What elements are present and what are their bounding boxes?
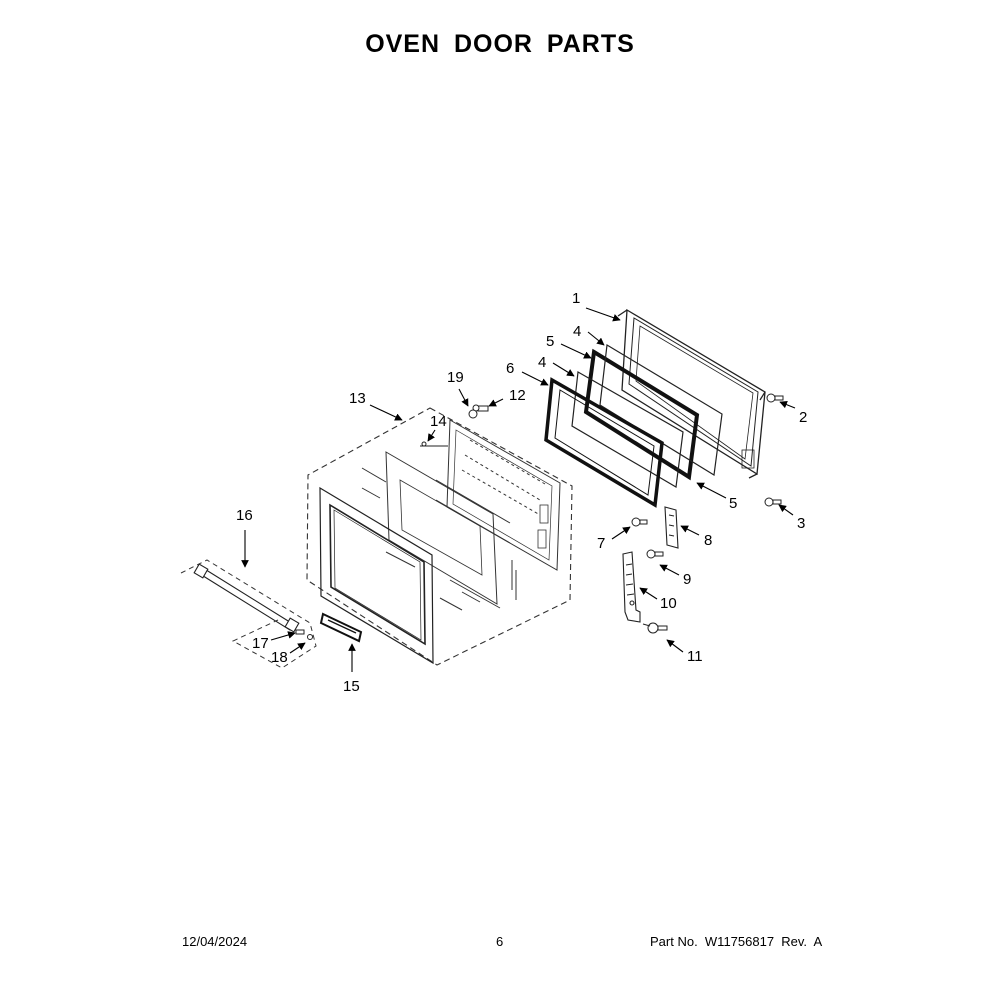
- callout-15: 15: [343, 678, 360, 695]
- footer-part-number: Part No. W11756817 Rev. A: [650, 934, 823, 949]
- door-bracket: [420, 441, 448, 447]
- glass-panel-front: [571, 371, 684, 488]
- screw-part-2: [766, 393, 784, 403]
- door-inner-panel: [361, 451, 517, 611]
- diagram-title: OVEN DOOR PARTS: [365, 30, 635, 58]
- callout-16: 16: [236, 507, 253, 524]
- door-hinge: [622, 551, 641, 623]
- callout-leaders: [241, 307, 796, 672]
- handle-fasteners: [295, 629, 313, 640]
- outer-door-assembly-outline: [306, 407, 573, 666]
- footer-date: 12/04/2024: [182, 934, 248, 949]
- callout-12: 12: [509, 387, 526, 404]
- callout-1: 1: [572, 290, 580, 307]
- callout-5-upper: 5: [546, 333, 554, 350]
- callout-10: 10: [660, 595, 677, 612]
- window-frame: [544, 377, 664, 508]
- callout-5-lower: 5: [729, 495, 737, 512]
- callout-8: 8: [704, 532, 712, 549]
- hinge-receiver: [664, 506, 679, 549]
- footer-page-number: 6: [496, 934, 504, 949]
- door-handle: [193, 563, 300, 633]
- callout-18: 18: [271, 649, 288, 666]
- callout-3: 3: [797, 515, 805, 532]
- callout-13: 13: [349, 390, 366, 407]
- callout-6: 6: [506, 360, 514, 377]
- callout-17: 17: [252, 635, 269, 652]
- outer-glass-gasket: [583, 348, 700, 481]
- liner-screw: [472, 404, 489, 412]
- nameplate-badge: [319, 612, 363, 643]
- callout-7: 7: [597, 535, 605, 552]
- callout-14: 14: [430, 413, 447, 430]
- callout-4-lower: 4: [538, 354, 546, 371]
- callout-11: 11: [687, 648, 703, 665]
- door-liner: [446, 419, 561, 571]
- hinge-bolt: [642, 622, 668, 634]
- screw-part-7: [631, 517, 648, 527]
- callout-19: 19: [447, 369, 464, 386]
- inner-door-frame: [617, 308, 766, 479]
- spacer-washer: [468, 409, 478, 419]
- glass-panel-rear: [599, 344, 723, 476]
- callout-2: 2: [799, 409, 807, 426]
- hinge-screw: [646, 549, 664, 559]
- screw-part-3: [764, 497, 782, 507]
- handle-mount-outline: [180, 559, 317, 669]
- outer-door-panel: [319, 486, 434, 665]
- callout-4-upper: 4: [573, 323, 581, 340]
- callout-9: 9: [683, 571, 691, 588]
- callout-numbers: 1 4 5 4 6 2 3 5 7 8 9 10 11 12 19 13 14 …: [236, 290, 807, 695]
